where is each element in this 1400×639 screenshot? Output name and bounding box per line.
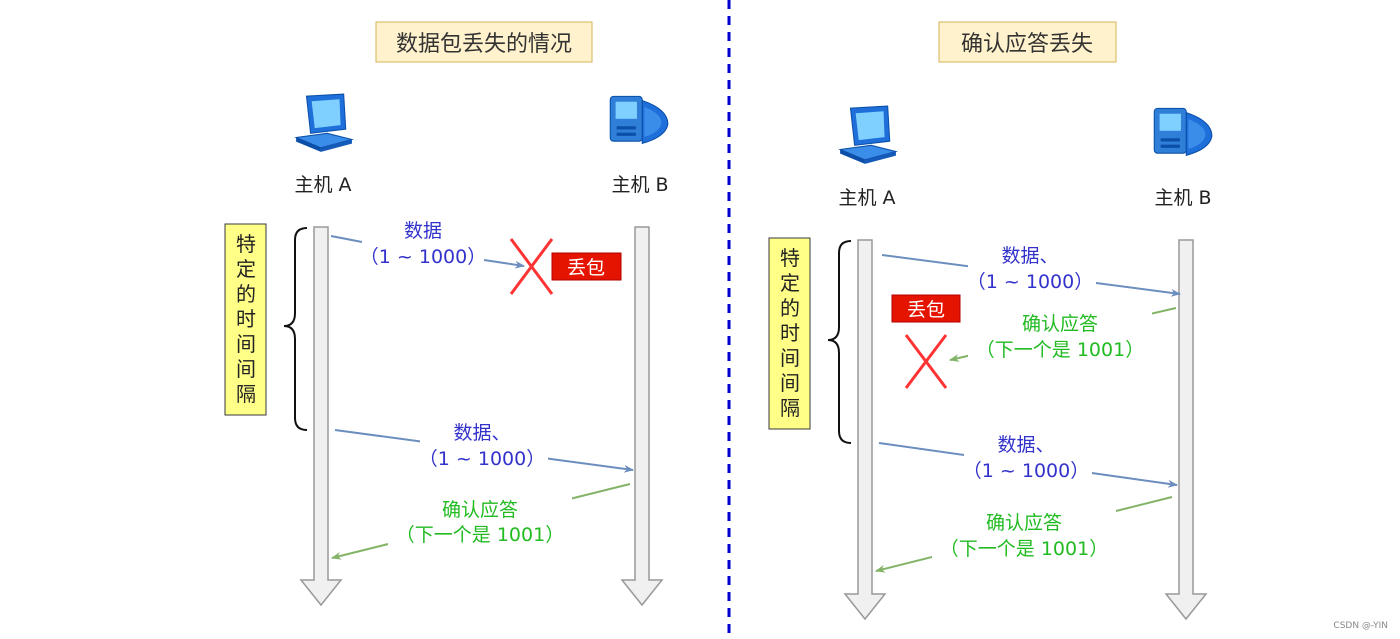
right-curly-brace — [827, 240, 852, 444]
host-a-laptop-icon — [295, 93, 353, 153]
right-host-a-label: 主机 A — [838, 187, 895, 209]
right-data-label-2-bg — [964, 430, 1092, 484]
right-ack-lost-label-line1: 确认应答 — [1022, 313, 1098, 335]
left-ack-label-line1: 确认应答 — [442, 499, 518, 521]
right-host-b-lifeline — [1164, 239, 1208, 621]
left-ack-label-bg — [388, 494, 572, 548]
svg-text:间: 间 — [236, 332, 256, 356]
left-ack-label-line2: （下一个是 1001） — [396, 524, 564, 546]
right-host-b-label: 主机 B — [1154, 187, 1211, 209]
left-host-a-label: 主机 A — [294, 174, 351, 196]
svg-text:间: 间 — [780, 371, 800, 395]
host-b-desktop-icon — [609, 95, 669, 144]
left-data-label-1-bg — [362, 214, 484, 268]
right-host-a-lifeline — [843, 239, 887, 621]
right-data-label-1-bg — [968, 241, 1096, 295]
right-data-label-2-line2: （1 ~ 1000） — [963, 460, 1089, 482]
svg-text:隔: 隔 — [236, 382, 256, 406]
left-title-box — [375, 21, 593, 63]
left-curly-brace — [283, 227, 308, 431]
right-lost-badge-label: 丢包 — [907, 299, 945, 321]
svg-text:的: 的 — [780, 296, 800, 320]
left-title: 数据包丢失的情况 — [396, 32, 572, 57]
svg-text:时: 时 — [236, 307, 256, 331]
right-lost-cross-icon — [904, 334, 948, 389]
svg-text:定: 定 — [236, 257, 256, 281]
right-lost-badge — [891, 294, 961, 323]
left-data-label-2-line1: 数据、 — [453, 422, 510, 444]
left-host-a-lifeline — [299, 226, 343, 607]
right-panel: 确认应答丢失 主机 A 主机 B 特 定 的 时 间 间 隔 数据、 （1 ~ … — [768, 21, 1213, 621]
watermark: CSDN @-YIN — [1333, 621, 1388, 631]
left-panel: 数据包丢失的情况 主机 A 主机 B 特 定 的 时 间 间 隔 数据 （1 ~… — [224, 21, 669, 607]
right-title-box — [938, 21, 1117, 63]
left-interval-label: 特 定 的 时 间 间 隔 — [236, 232, 256, 406]
right-ack-label-bg — [932, 508, 1116, 562]
svg-text:特: 特 — [780, 246, 800, 270]
left-host-b-label: 主机 B — [611, 174, 668, 196]
right-data-label-2-line1: 数据、 — [997, 434, 1054, 456]
svg-text:间: 间 — [236, 357, 256, 381]
left-lost-badge — [551, 252, 622, 281]
right-ack-label-line2: （下一个是 1001） — [940, 538, 1108, 560]
right-data-label-1-line1: 数据、 — [1001, 245, 1058, 267]
left-data-arrow-1-end — [483, 259, 525, 269]
left-host-b-lifeline — [620, 226, 664, 607]
right-title: 确认应答丢失 — [961, 32, 1093, 57]
svg-text:特: 特 — [236, 232, 256, 256]
right-interval-label: 特 定 的 时 间 间 隔 — [780, 246, 800, 420]
left-data-label-1-line1: 数据 — [404, 220, 442, 242]
left-interval-label-box — [224, 223, 267, 416]
left-data-label-2-bg — [420, 418, 548, 472]
left-data-label-1-line2: （1 ~ 1000） — [360, 246, 486, 268]
left-lost-cross-icon — [509, 238, 554, 295]
right-interval-label-box — [768, 237, 811, 430]
host-b-desktop-icon — [1153, 107, 1213, 156]
right-data-label-1-line2: （1 ~ 1000） — [967, 271, 1093, 293]
left-data-arrow-1 — [330, 235, 363, 243]
svg-text:间: 间 — [780, 346, 800, 370]
right-ack-lost-label-line2: （下一个是 1001） — [976, 339, 1144, 361]
right-ack-label-line1: 确认应答 — [986, 512, 1062, 534]
right-ack-lost-label-bg — [968, 310, 1152, 364]
svg-text:隔: 隔 — [780, 396, 800, 420]
host-a-laptop-icon — [839, 105, 897, 165]
left-data-label-2-line2: （1 ~ 1000） — [419, 448, 545, 470]
left-lost-badge-label: 丢包 — [567, 257, 605, 279]
svg-text:时: 时 — [780, 321, 800, 345]
svg-text:定: 定 — [780, 271, 800, 295]
svg-text:的: 的 — [236, 282, 256, 306]
